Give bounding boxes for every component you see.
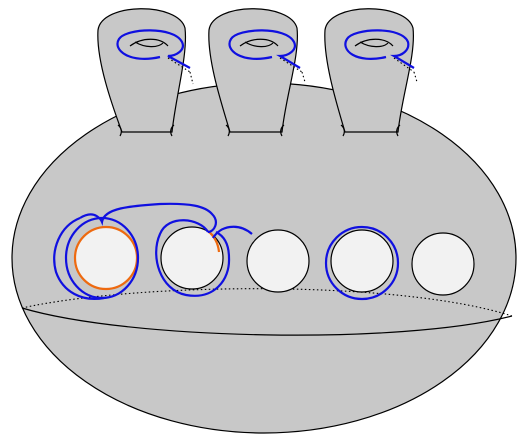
boundary-hole-4	[331, 230, 393, 292]
boundary-hole-5	[412, 233, 474, 295]
boundary-hole-3	[247, 230, 309, 292]
